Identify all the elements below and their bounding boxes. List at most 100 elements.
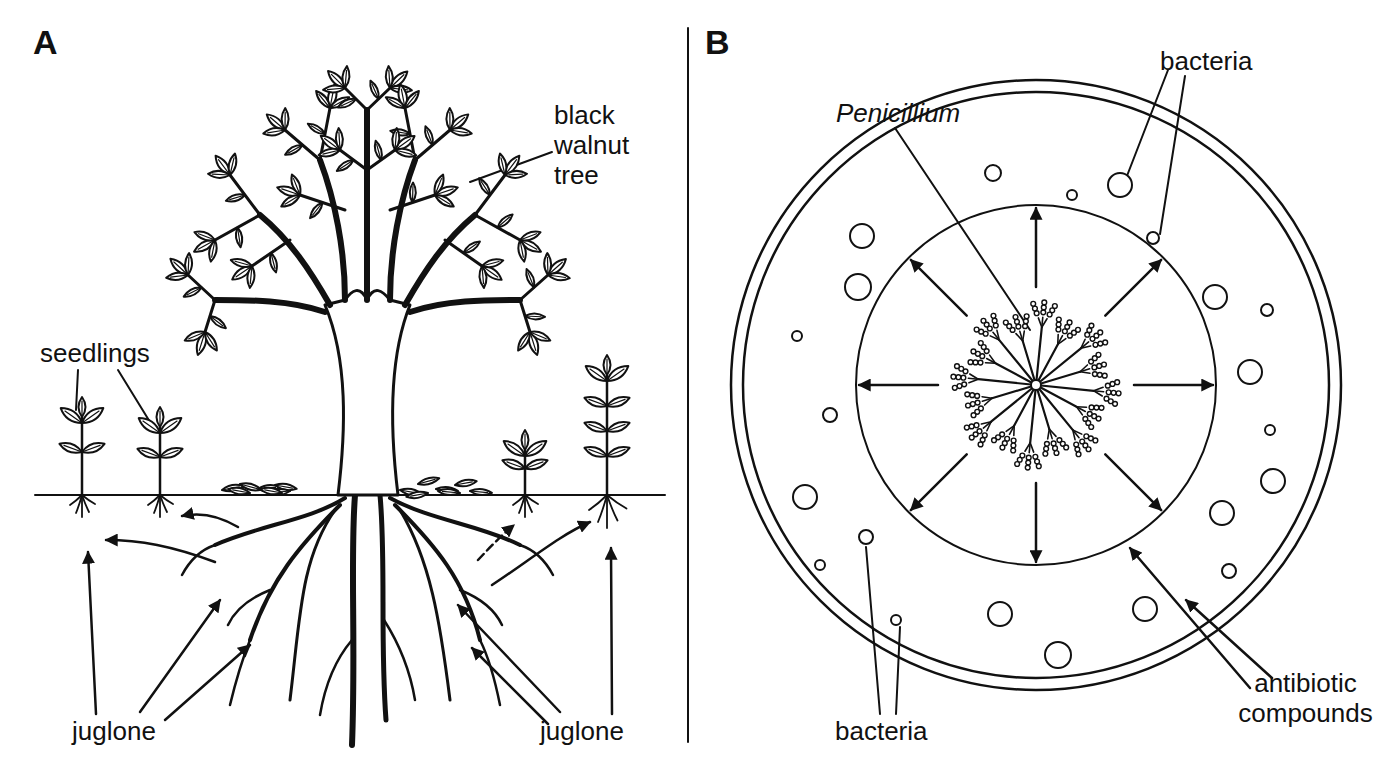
spore xyxy=(1093,438,1098,443)
leaf xyxy=(81,440,106,456)
leaf xyxy=(477,177,493,197)
spore xyxy=(1097,364,1102,369)
spore xyxy=(1089,405,1094,410)
bacterium xyxy=(1108,173,1132,197)
leaf xyxy=(82,445,100,452)
bacterium xyxy=(1261,304,1273,316)
leaf xyxy=(230,257,253,270)
conidiophore xyxy=(982,397,992,399)
spore xyxy=(978,442,983,447)
leaf xyxy=(438,488,460,496)
leaf xyxy=(311,126,325,134)
leaf xyxy=(520,234,536,240)
leaf xyxy=(136,445,161,461)
spore xyxy=(1102,362,1107,367)
leaf xyxy=(157,414,183,436)
leaf xyxy=(505,170,527,178)
leaf xyxy=(327,88,345,90)
leaf xyxy=(183,329,206,344)
leader-line xyxy=(895,128,1030,330)
spore xyxy=(1097,372,1102,377)
spore xyxy=(1023,324,1028,329)
leaf xyxy=(79,397,86,417)
hypha xyxy=(1036,385,1073,430)
tree-roots xyxy=(380,495,386,720)
leaf xyxy=(470,488,492,496)
illustration xyxy=(35,28,1341,745)
leaf xyxy=(402,89,421,110)
diffusion-arrow xyxy=(859,384,938,387)
leaf xyxy=(263,127,286,137)
tree-roots xyxy=(290,510,335,700)
tree-trunk xyxy=(325,291,410,495)
leaf xyxy=(427,130,433,145)
leaf xyxy=(81,401,82,417)
spore xyxy=(961,375,966,380)
leaf xyxy=(210,316,223,326)
spore xyxy=(1045,441,1050,446)
leaf xyxy=(230,158,234,175)
leaf xyxy=(323,85,346,94)
conidiophore xyxy=(1048,429,1050,439)
diffusion-arrow xyxy=(1035,208,1038,287)
leaf xyxy=(410,182,417,202)
leaf xyxy=(65,411,82,423)
conidiophore xyxy=(969,379,978,382)
leaf xyxy=(507,462,525,469)
leaf xyxy=(384,94,407,111)
leaf xyxy=(606,359,607,375)
bacterium xyxy=(988,602,1012,626)
bacterium xyxy=(1147,232,1159,244)
spore xyxy=(1044,446,1049,451)
spore xyxy=(1067,320,1072,325)
leaf xyxy=(604,355,611,375)
conidiophore xyxy=(1006,426,1014,432)
leaf xyxy=(289,173,304,196)
conidiophore xyxy=(1094,391,1103,396)
tree-crown xyxy=(166,66,571,356)
leaf xyxy=(185,253,193,275)
spore xyxy=(1011,448,1016,453)
leaf xyxy=(525,313,545,320)
leaf xyxy=(58,440,83,456)
leaf xyxy=(395,150,412,154)
spore xyxy=(1092,372,1097,377)
leaf xyxy=(517,239,528,262)
leaf xyxy=(606,419,631,435)
leaf xyxy=(520,240,523,257)
leaf xyxy=(159,445,184,461)
seedling-plant xyxy=(606,375,609,495)
spore xyxy=(1075,447,1080,452)
leaf xyxy=(373,140,384,161)
tree-roots xyxy=(228,590,270,625)
leaf xyxy=(583,444,608,460)
leaf xyxy=(335,128,343,150)
leaf xyxy=(454,478,477,488)
diffusion-arrow xyxy=(1134,384,1213,387)
leaf xyxy=(438,488,460,496)
leaf xyxy=(606,419,631,435)
leaf xyxy=(505,170,527,178)
leaf xyxy=(171,275,188,277)
spore xyxy=(974,423,979,428)
leaf xyxy=(228,486,251,496)
tree-branches xyxy=(410,300,520,312)
seedling-plant xyxy=(58,355,631,528)
spore xyxy=(965,392,970,397)
leaf xyxy=(225,192,246,204)
leaf xyxy=(136,414,162,436)
leaf xyxy=(604,355,611,375)
tree-roots xyxy=(384,620,415,700)
leaf xyxy=(289,173,304,196)
tree-branches xyxy=(390,160,415,300)
leaf xyxy=(268,130,285,133)
leaf xyxy=(235,227,244,248)
leaf xyxy=(187,288,201,295)
spore xyxy=(951,374,956,379)
leaf xyxy=(607,369,624,381)
leaf xyxy=(212,240,215,257)
seedling-plant xyxy=(583,355,631,528)
leaf xyxy=(318,147,341,159)
